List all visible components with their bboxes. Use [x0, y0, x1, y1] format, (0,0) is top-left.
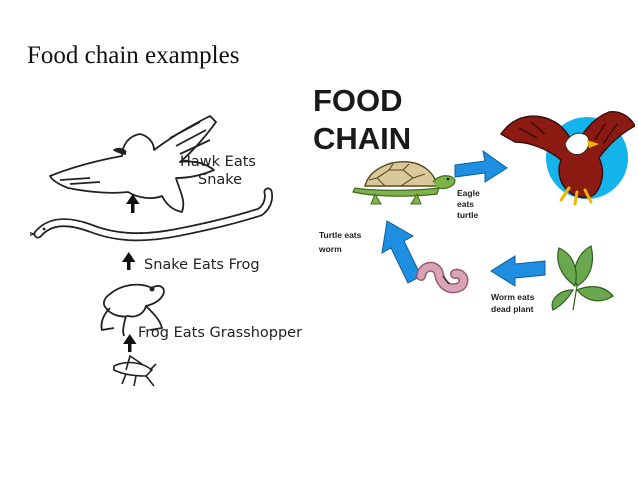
hawk-label-line2: Snake [198, 172, 242, 188]
turtle-illustration [352, 161, 456, 205]
hawk-food-chain-diagram: Hawk Eats Snake Snake Eats Frog [30, 108, 305, 398]
frog-label: Frog Eats Grasshopper [138, 325, 302, 341]
up-arrow-icon [122, 252, 136, 270]
turtle-label-line2: worm [318, 244, 342, 254]
food-chain-headline-line2: CHAIN [313, 121, 411, 156]
hawk-illustration [49, 115, 217, 213]
left-arrow-icon [490, 255, 546, 287]
frog-illustration [100, 283, 165, 337]
up-arrow-icon [123, 334, 137, 352]
eagle-label-line2: eats [457, 199, 474, 209]
right-arrow-icon [454, 149, 508, 183]
eagle-illustration [499, 111, 635, 206]
slide-title: Food chain examples [27, 42, 240, 69]
snake-label: Snake Eats Frog [144, 257, 260, 273]
cycle-food-chain-diagram: FOOD CHAIN Eagle eats turtle Turtle eats [305, 78, 635, 368]
diagonal-arrow-icon [381, 220, 422, 284]
grasshopper-illustration [113, 354, 157, 387]
eagle-label-line1: Eagle [457, 188, 480, 198]
hawk-label-line1: Hawk Eats [180, 154, 256, 170]
worm-label-line1: Worm eats [491, 292, 535, 302]
turtle-label-line1: Turtle eats [319, 230, 362, 240]
up-arrow-icon [126, 194, 140, 213]
snake-illustration [30, 187, 273, 242]
plant-leaf-illustration [551, 245, 614, 311]
eagle-label-line3: turtle [457, 210, 479, 220]
food-chain-headline-line1: FOOD [313, 83, 403, 118]
worm-illustration [416, 261, 469, 294]
worm-label-line2: dead plant [491, 304, 534, 314]
